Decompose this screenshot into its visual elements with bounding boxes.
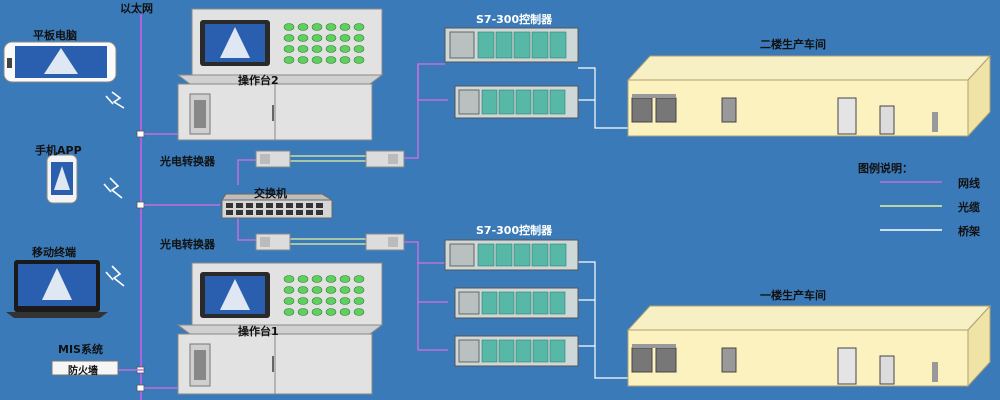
console-2-label: 操作台2 [238,74,279,87]
optical-converter-top-right [365,150,405,168]
button-grid [283,275,365,316]
optical-converter-bottom-right [365,233,405,251]
converter-bottom-label: 光电转换器 [160,238,215,251]
bridge-lines [578,67,628,379]
workshop-1-label: 一楼生产车间 [760,289,826,302]
plc-bottom-label: S7-300控制器 [476,224,553,237]
workshop-building-2 [626,54,992,138]
network-cables [60,63,448,389]
legend-title: 图例说明： [858,162,913,175]
wireless-signal-icon [105,91,125,109]
plc-rack-lower-1 [444,239,579,271]
console-1-label: 操作台1 [238,325,279,338]
plc-rack-lower-3 [454,335,579,367]
legend-label-network: 网线 [958,177,980,190]
console-2 [176,8,384,141]
phone-device [46,154,78,204]
wireless-signal-icon [103,177,123,199]
ethernet-label: 以太网 [120,2,153,15]
button-grid [283,23,365,64]
optical-converter-top-left [255,150,291,168]
workshop-building-1 [626,304,992,388]
plc-rack-upper-1 [444,27,579,63]
mobile-terminal-label: 移动终端 [32,246,76,259]
network-switch [221,193,334,219]
phone-app-label: 手机APP [35,144,82,157]
plc-top-label: S7-300控制器 [476,13,553,26]
legend-label-fiber: 光缆 [958,201,980,214]
firewall-label: 防火墙 [68,366,98,377]
workshop-2-label: 二楼生产车间 [760,38,826,51]
wireless-signal-icon [105,265,125,287]
plc-rack-lower-2 [454,287,579,319]
fiber-cables [290,155,366,245]
switch-label: 交换机 [254,187,287,200]
tablet-label: 平板电脑 [33,29,77,42]
optical-converter-bottom-left [255,233,291,251]
converter-top-label: 光电转换器 [160,155,215,168]
tablet-device [3,41,117,83]
console-1 [176,262,384,395]
mis-label: MIS系统 [58,343,103,356]
firewall-box [51,360,119,376]
laptop-device [6,260,108,318]
plc-rack-upper-2 [454,85,579,119]
legend-label-bridge: 桥架 [958,225,980,238]
